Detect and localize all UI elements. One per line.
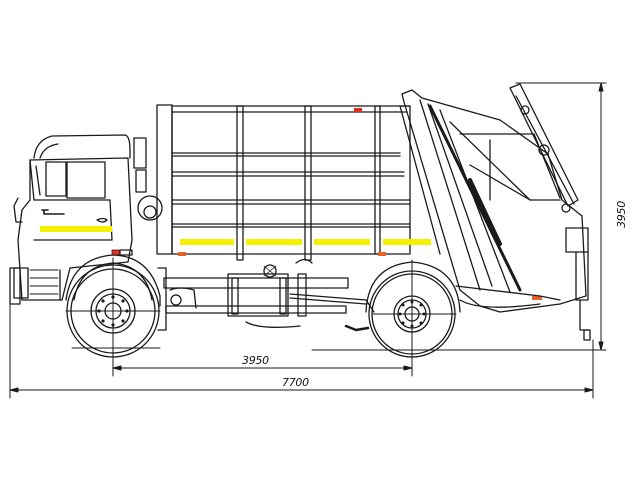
dimension-lines	[9, 82, 604, 393]
overall-height-dimension-label: 3950	[614, 201, 628, 228]
overall-length-dimension-label: 7700	[282, 376, 309, 389]
construction-lines	[9, 82, 607, 399]
compactor-body	[156, 104, 441, 261]
chassis-frame	[157, 258, 375, 331]
reflective-stripes	[40, 226, 431, 245]
wheelbase-dimension-label: 3950	[242, 354, 269, 367]
tailgate-loader	[401, 83, 591, 341]
cab	[9, 134, 133, 305]
exhaust-stack	[133, 137, 163, 221]
rear-wheel	[344, 261, 461, 358]
